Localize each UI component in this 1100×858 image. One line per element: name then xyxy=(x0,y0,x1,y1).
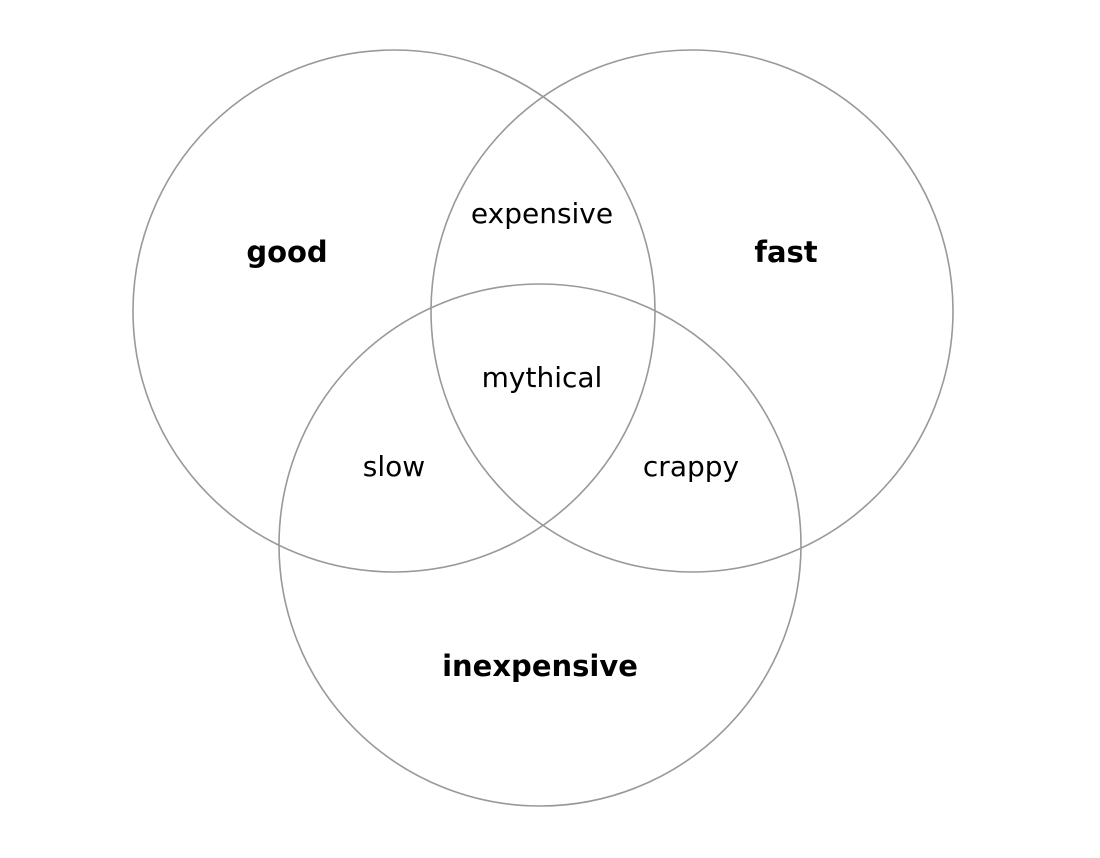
label-inexpensive: inexpensive xyxy=(442,649,638,683)
label-good: good xyxy=(246,235,327,269)
label-slow: slow xyxy=(363,450,425,483)
circle-inexpensive xyxy=(278,283,802,807)
label-crappy: crappy xyxy=(643,450,739,483)
label-fast: fast xyxy=(754,235,817,269)
label-mythical: mythical xyxy=(482,361,603,394)
label-expensive: expensive xyxy=(471,197,613,230)
circle-good xyxy=(132,49,656,573)
circle-fast xyxy=(430,49,954,573)
